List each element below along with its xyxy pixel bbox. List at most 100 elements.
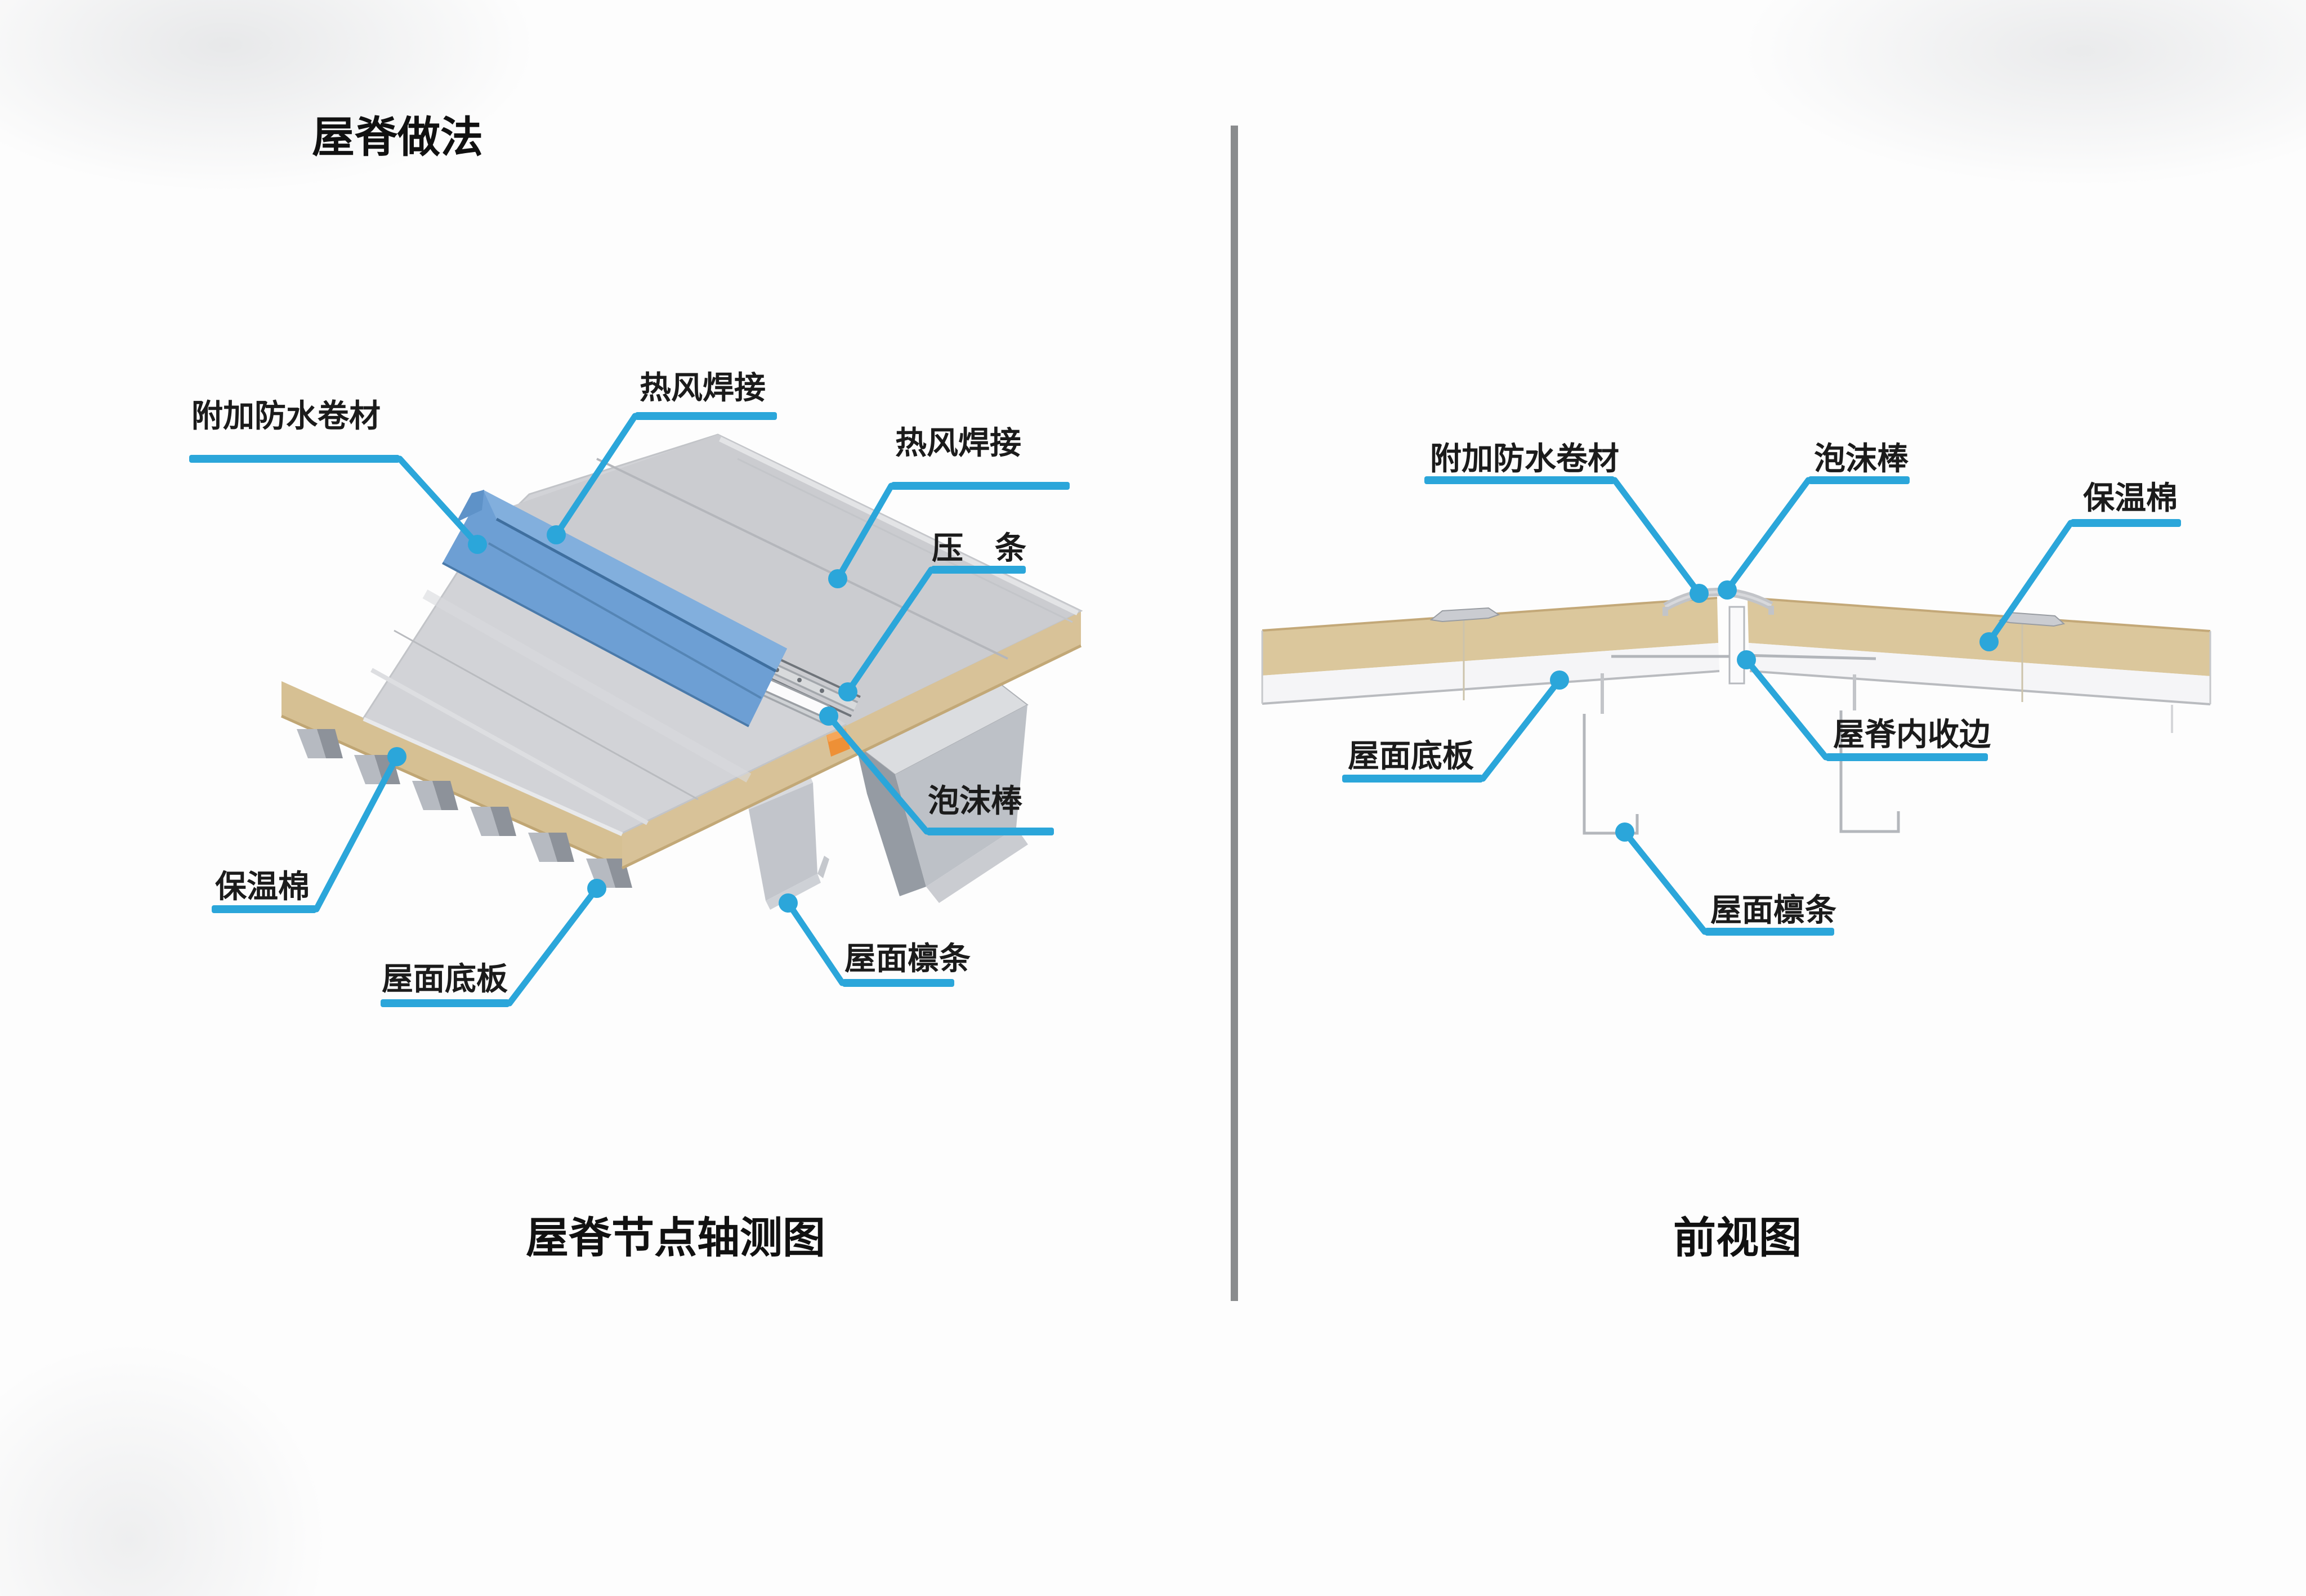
front-label-ridge-trim: 屋脊内收边 — [1737, 650, 1991, 761]
label-underline — [1826, 753, 1988, 761]
liner-rib — [528, 833, 574, 862]
membrane-lower-crease — [488, 542, 762, 699]
label-leader-line — [844, 566, 935, 695]
label-leader-line — [313, 753, 400, 913]
membrane-bottom-edge — [442, 562, 749, 727]
rib-dark-face — [490, 807, 516, 836]
leader-dot — [468, 535, 487, 554]
label-text: 热风焊接 — [640, 371, 766, 406]
membrane-ridge-crease — [495, 517, 777, 673]
label-underline — [212, 905, 316, 913]
label-leader-line — [506, 885, 600, 1007]
label-underline — [1342, 775, 1483, 783]
label-underline — [1808, 476, 1910, 484]
leader-dot — [1737, 650, 1756, 669]
ridge-cap-highlight — [1664, 591, 1772, 609]
ridge-trim-right-flange — [1744, 654, 1876, 660]
label-text: 屋面底板 — [1348, 739, 1474, 774]
label-text: 热风焊接 — [895, 426, 1021, 461]
front-label-roof-liner: 屋面底板 — [1342, 670, 1569, 783]
membrane-main — [443, 490, 787, 726]
leader-dot — [819, 707, 838, 726]
leader-dot — [828, 569, 847, 588]
channel-lip-upturn — [817, 856, 829, 878]
far-slope-lap-line — [596, 458, 1008, 660]
rib-light-face — [528, 833, 557, 862]
label-text: 附加防水卷材 — [191, 399, 381, 434]
left-slab-insulation — [1262, 598, 1718, 676]
label-leader-line — [834, 482, 895, 582]
leader-dot — [1550, 670, 1569, 690]
label-underline — [189, 455, 400, 463]
leader-dot — [1718, 580, 1737, 600]
label-text: 保温棉 — [2083, 481, 2178, 516]
label-text: 泡沫棒 — [928, 784, 1023, 819]
left-slab-seam-clip — [1429, 607, 1500, 623]
leader-dot — [547, 525, 566, 544]
label-leader-line — [1724, 477, 1812, 593]
left-diagram: 附加防水卷材 热风焊接 热风焊接 压 条 — [189, 371, 1083, 1262]
right-diagram: 附加防水卷材 泡沫棒 保温棉 屋面底板 — [1261, 442, 2211, 1262]
label-text: 附加防水卷材 — [1430, 442, 1619, 477]
leader-dot — [1979, 632, 1999, 651]
label-underline — [2071, 519, 2181, 527]
label-leader-line — [825, 713, 930, 835]
label-underline — [1705, 928, 1834, 936]
rib-dark-face — [548, 833, 574, 862]
rib-light-face — [470, 807, 499, 836]
left-slab-bottom-edge — [1262, 670, 1720, 705]
label-underline — [381, 999, 510, 1007]
front-right-slab — [1747, 597, 2211, 705]
label-leader-line — [1621, 829, 1708, 935]
label-text: 屋面檩条 — [844, 942, 971, 977]
near-slope-streak — [370, 668, 649, 825]
label-underline — [1424, 476, 1615, 484]
right-slab-bottom-edge — [1749, 670, 2211, 705]
axon-underside — [280, 681, 632, 888]
leader-dot — [1615, 822, 1634, 842]
label-leader-line — [396, 455, 481, 548]
divider-line — [1231, 126, 1238, 1301]
rib-dark-face — [317, 729, 343, 758]
near-slope-sheen — [422, 589, 752, 783]
roof-surface-far-slope — [507, 435, 1081, 725]
label-underline — [891, 482, 1070, 490]
right-caption: 前视图 — [1673, 1215, 1802, 1262]
membrane-fold — [456, 490, 484, 522]
label-leader-line — [785, 900, 846, 986]
left-caption: 屋脊节点轴测图 — [526, 1215, 825, 1262]
near-eave-edge-highlight — [363, 717, 623, 837]
liner-rib — [297, 729, 343, 758]
label-leader-line — [553, 413, 638, 538]
liner-rib — [412, 781, 458, 810]
leader-dot — [587, 879, 606, 898]
label-leader-line — [1986, 520, 2074, 645]
rib-light-face — [297, 729, 326, 758]
channel-web — [749, 783, 817, 901]
leader-dot — [838, 682, 857, 701]
label-underline — [635, 412, 777, 420]
roof-liner-ribs — [297, 729, 632, 888]
front-ridge-assembly — [1611, 588, 1876, 685]
label-text: 保温棉 — [215, 870, 310, 905]
rib-dark-face — [432, 781, 458, 810]
purlin-bottom-lip — [926, 828, 1028, 903]
purlin-web — [895, 705, 1027, 887]
label-underline — [842, 979, 954, 987]
right-slab-top-edge — [1747, 597, 2211, 632]
label-underline — [927, 828, 1054, 835]
label-leader-line — [1611, 477, 1702, 597]
front-label-roof-purlin: 屋面檩条 — [1615, 822, 1836, 936]
purlin-outline-left — [1583, 714, 1639, 835]
insulation-edge-band — [281, 681, 622, 868]
screw-dot — [820, 689, 824, 693]
label-waterproof-membrane: 附加防水卷材 — [189, 399, 487, 554]
gable-band-bottom-edge — [621, 644, 1082, 870]
leader-dot — [387, 747, 406, 766]
front-left-slab — [1261, 597, 1720, 705]
label-text: 屋面底板 — [382, 962, 508, 997]
leader-dot — [779, 893, 798, 913]
label-roof-purlin: 屋面檩条 — [779, 893, 971, 987]
